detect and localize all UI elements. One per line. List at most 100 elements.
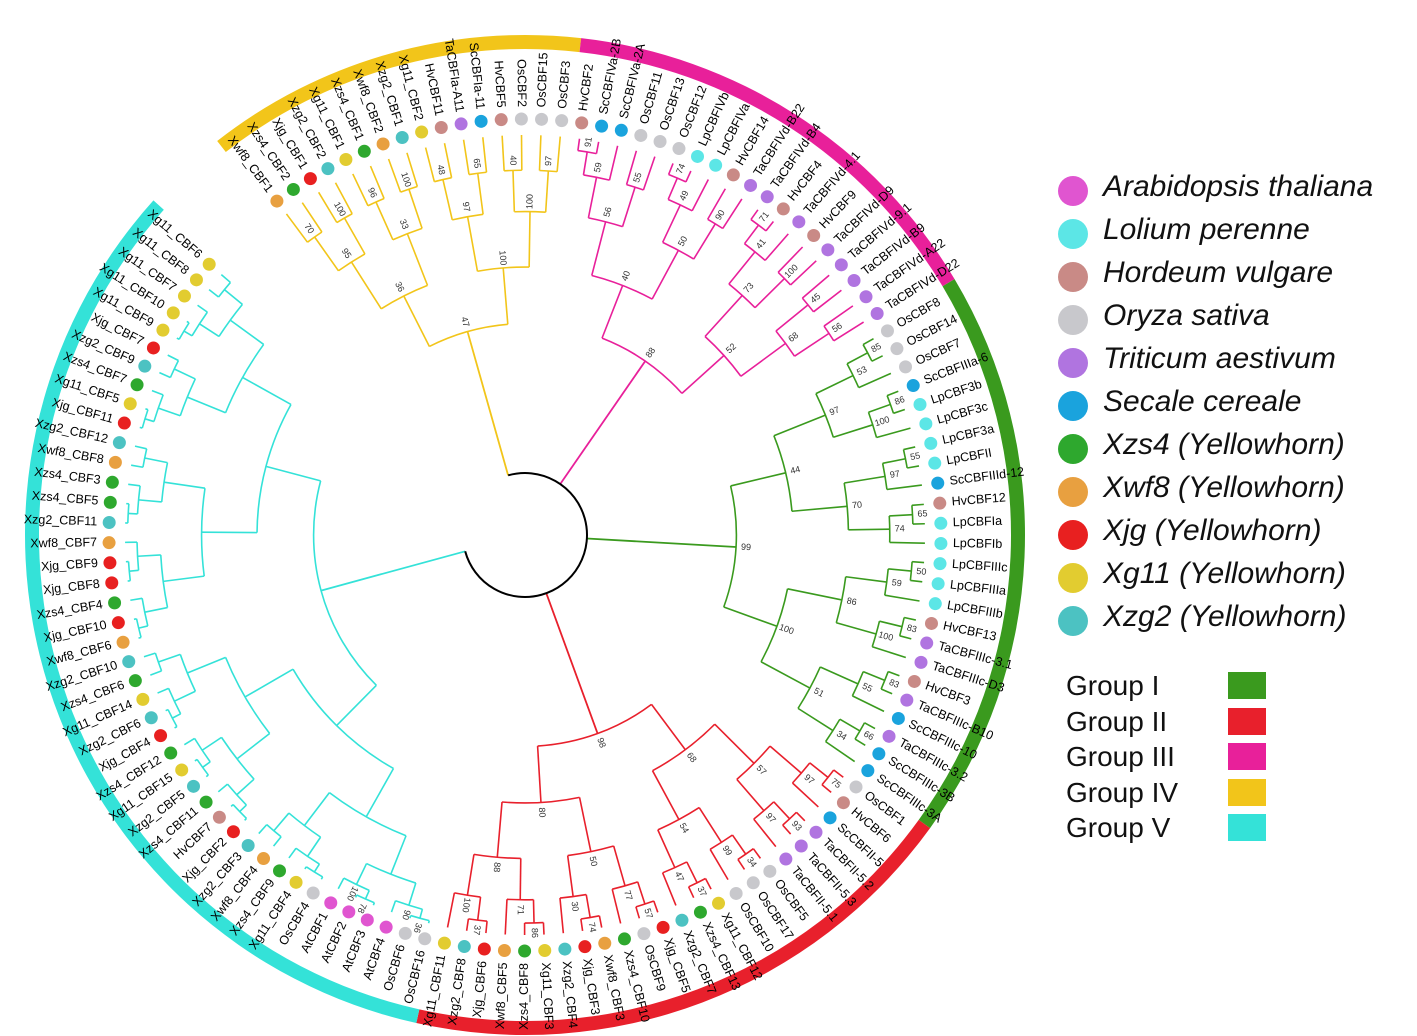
branch [285, 213, 309, 243]
species-dot [199, 795, 213, 809]
species-swatch [1058, 434, 1088, 464]
species-dot [164, 746, 178, 760]
bootstrap-value: 73 [741, 281, 755, 295]
bootstrap-value: 68 [786, 330, 800, 344]
branch [466, 854, 475, 896]
branch [854, 738, 866, 747]
branch [911, 503, 924, 507]
branch [336, 684, 377, 727]
branch [220, 274, 231, 284]
branch-arc [635, 900, 655, 908]
branch [236, 732, 271, 760]
branch [427, 920, 431, 924]
branch [556, 136, 562, 172]
bootstrap-value: 83 [888, 677, 901, 690]
species-dot [144, 711, 158, 725]
branch [355, 863, 368, 885]
branch [502, 267, 509, 325]
branch [201, 736, 222, 751]
branch [406, 152, 419, 187]
branch [375, 201, 394, 241]
species-dot [166, 306, 180, 320]
bootstrap-value: 99 [720, 844, 734, 858]
branch [144, 418, 155, 423]
species-dot [303, 172, 317, 186]
species-dot [614, 123, 628, 137]
bootstrap-value: 88 [492, 862, 503, 873]
species-dot [418, 932, 432, 946]
species-dot [634, 128, 648, 142]
group-legend-item: Group II [1062, 706, 1322, 742]
species-swatch [1058, 606, 1088, 636]
branch [876, 427, 911, 439]
bootstrap-value: 85 [869, 341, 883, 355]
branch [879, 620, 903, 628]
branch [819, 666, 859, 685]
species-dot [108, 596, 122, 610]
branch [635, 906, 641, 919]
branch-arc [306, 231, 323, 243]
branch [197, 304, 208, 313]
branch [217, 783, 229, 793]
species-dot [763, 864, 777, 878]
branch [165, 708, 169, 712]
branch [390, 835, 407, 875]
branch [685, 170, 692, 183]
group-legend-item: Group I [1062, 670, 1322, 706]
branch [202, 761, 211, 768]
branch [138, 625, 148, 629]
group-legend-item: Group III [1062, 741, 1322, 777]
branch-arc [127, 561, 132, 581]
branch [893, 408, 906, 415]
branch [536, 745, 542, 803]
branch [844, 475, 886, 484]
branch [636, 881, 646, 905]
group-stem [586, 537, 737, 548]
branch [303, 792, 331, 827]
branch-arc [153, 394, 164, 422]
tip-label: Xg11_CBF3 [539, 962, 556, 1030]
branch [519, 858, 522, 900]
group-name: Group IV [1066, 776, 1179, 808]
bootstrap-value: 47 [459, 316, 471, 328]
species-dot [637, 927, 651, 941]
branch [273, 812, 290, 832]
bootstrap-value: 50 [916, 566, 927, 577]
branch [601, 285, 624, 339]
group-stem [466, 331, 510, 476]
branch [862, 670, 886, 682]
branch [313, 863, 321, 873]
bootstrap-value: 34 [835, 728, 849, 742]
branch [754, 277, 785, 309]
branch [872, 645, 907, 659]
bootstrap-value: 99 [741, 542, 752, 553]
species-swatch [1058, 563, 1088, 593]
group-swatch [1228, 743, 1266, 770]
species-dot [821, 243, 835, 257]
branch [144, 606, 168, 613]
bootstrap-value: 68 [685, 750, 699, 764]
species-dot [653, 135, 667, 149]
species-dot [746, 876, 760, 890]
branch [709, 848, 729, 881]
bootstrap-value: 90 [713, 208, 727, 222]
branch-arc [367, 197, 385, 207]
species-dot [154, 729, 168, 743]
species-dot [538, 944, 552, 958]
branch [722, 198, 743, 229]
branch-arc [312, 480, 377, 686]
tip-label: LpCBFIa [953, 514, 1003, 529]
species-dot [535, 112, 549, 126]
species-dot [146, 341, 160, 355]
species-dot [339, 153, 353, 167]
branch [544, 170, 550, 213]
branch-arc [862, 344, 873, 362]
species-dot [103, 495, 117, 509]
tip-label: ScCBFIa-11 [467, 42, 488, 110]
branch [833, 321, 865, 342]
species-dot [847, 273, 861, 287]
branch [611, 889, 622, 924]
branch [236, 778, 255, 796]
branch [354, 894, 358, 898]
